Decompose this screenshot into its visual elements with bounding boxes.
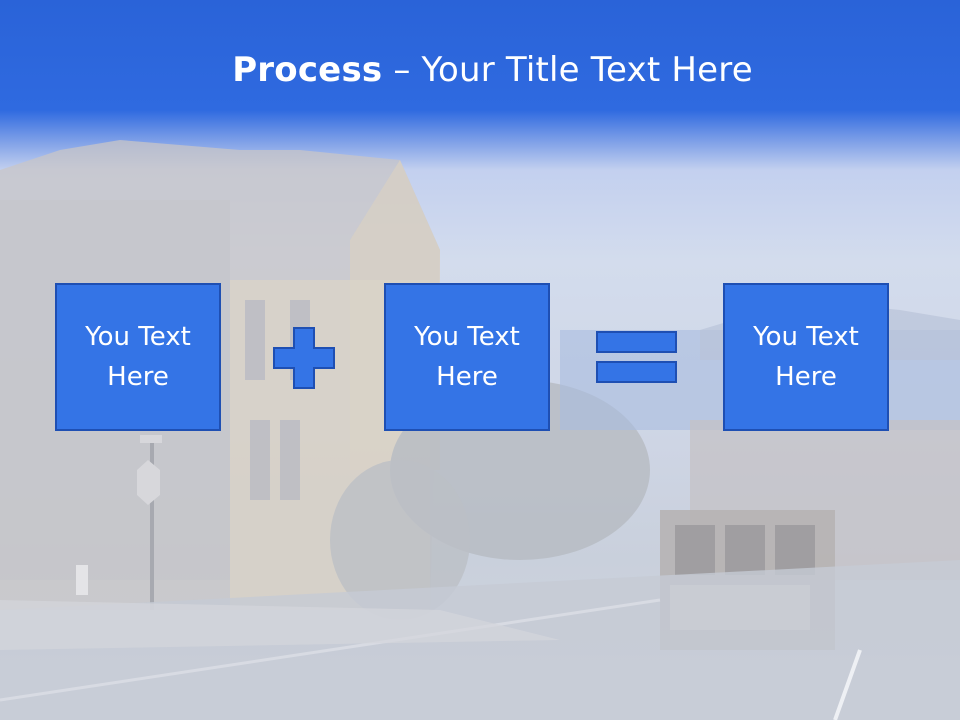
process-box-3-text: You Text Here [753,322,859,392]
title-rest: – Your Title Text Here [382,50,753,90]
process-box-1-text: You Text Here [85,322,191,392]
process-box-2[interactable]: You Text Here [384,283,550,431]
process-box-1[interactable]: You Text Here [55,283,221,431]
equals-icon [596,331,677,383]
title-bold: Process [232,50,383,90]
process-box-2-text: You Text Here [414,322,520,392]
plus-icon [273,327,335,389]
page-title: Process – Your Title Text Here [0,50,960,90]
process-box-3[interactable]: You Text Here [723,283,889,431]
